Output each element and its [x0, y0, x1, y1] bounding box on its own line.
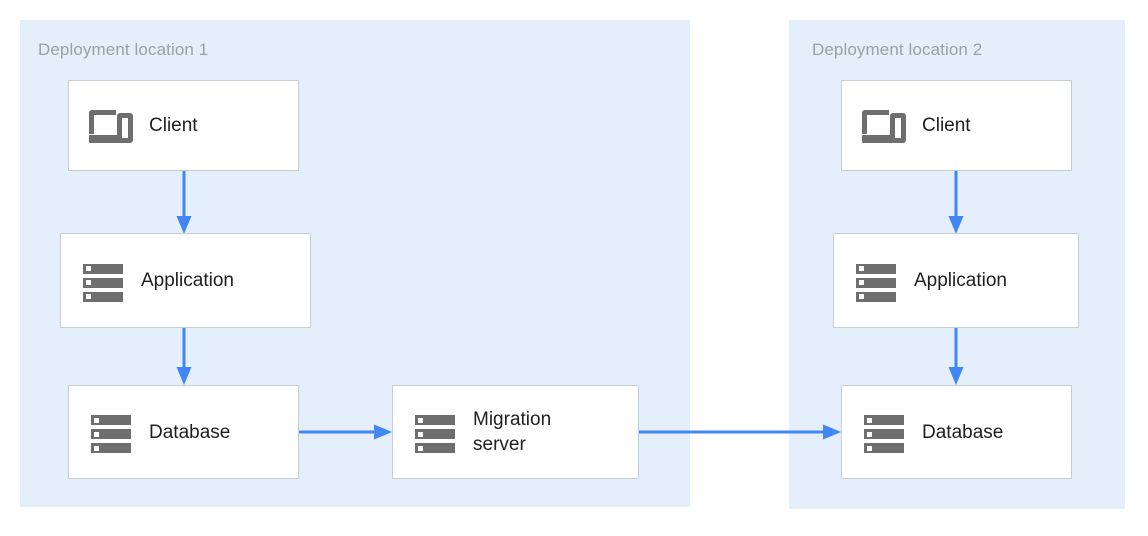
connector-right-application-to-database [948, 325, 964, 385]
server-icon [854, 259, 898, 303]
server-icon [862, 410, 906, 454]
node-right-database-label: Database [922, 421, 1004, 443]
connector-migration-server-to-right-database [638, 424, 841, 440]
connector-left-database-to-migration-server [297, 424, 392, 440]
node-migration-server-label: Migration server [473, 409, 552, 455]
node-left-database-label: Database [149, 421, 231, 443]
node-left-client-label: Client [149, 115, 198, 136]
server-icon [89, 410, 133, 454]
deployment-zone-1-label: Deployment location 1 [38, 40, 209, 59]
connector-right-client-to-application [948, 168, 964, 234]
node-right-application-label: Application [914, 270, 1007, 291]
client-device-icon [89, 104, 133, 148]
server-icon [413, 410, 457, 454]
node-right-client-label: Client [922, 115, 971, 136]
connector-left-application-to-database [176, 325, 192, 385]
node-left-application[interactable]: Application [60, 233, 311, 328]
node-right-client[interactable]: Client [841, 80, 1072, 171]
node-left-database[interactable]: Database [68, 385, 299, 479]
node-migration-server[interactable]: Migration server [392, 385, 639, 479]
deployment-zone-2-label: Deployment location 2 [812, 40, 983, 59]
node-right-application[interactable]: Application [833, 233, 1079, 328]
server-icon [81, 259, 125, 303]
node-left-client[interactable]: Client [68, 80, 299, 171]
client-device-icon [862, 104, 906, 148]
node-left-application-label: Application [141, 270, 234, 291]
node-right-database[interactable]: Database [841, 385, 1072, 479]
connector-left-client-to-application [176, 168, 192, 234]
